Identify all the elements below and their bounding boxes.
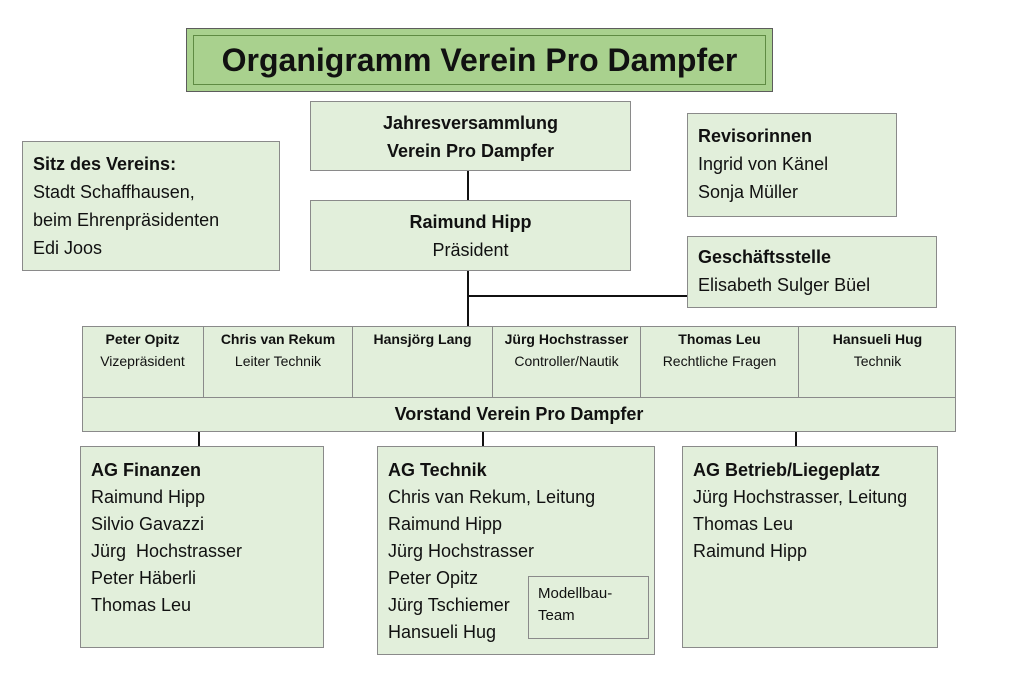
ag-technik-member: Peter Opitz bbox=[388, 568, 479, 588]
ag-finanzen-heading: AG Finanzen bbox=[91, 460, 202, 480]
vorstand-member: Hansueli Hug Technik bbox=[799, 326, 956, 398]
connector-ag-technik bbox=[482, 432, 484, 446]
ag-betrieb-member: Thomas Leu bbox=[693, 514, 794, 534]
ag-finanzen-member: Raimund Hipp bbox=[91, 487, 206, 507]
sitz-box: Sitz des Vereins: Stadt Schaffhausen, be… bbox=[22, 141, 280, 271]
sitz-line: beim Ehrenpräsidenten bbox=[33, 210, 220, 230]
geschaeftsstelle-heading: Geschäftsstelle bbox=[698, 247, 832, 267]
ag-technik-member: Jürg Tschiemer bbox=[388, 595, 510, 615]
revisorinnen-line: Sonja Müller bbox=[698, 182, 799, 202]
vorstand-member: Thomas Leu Rechtliche Fragen bbox=[641, 326, 799, 398]
member-name: Jürg Hochstrasser bbox=[504, 331, 629, 347]
member-name: Hansjörg Lang bbox=[373, 331, 472, 347]
vorstand-member: Peter Opitz Vizepräsident bbox=[82, 326, 204, 398]
member-role: Controller/Nautik bbox=[514, 353, 619, 369]
connector-ag-betrieb bbox=[795, 432, 797, 446]
member-name: Chris van Rekum bbox=[220, 331, 336, 347]
revisorinnen-box: Revisorinnen Ingrid von Känel Sonja Müll… bbox=[687, 113, 897, 217]
connector-ag-finanzen bbox=[198, 432, 200, 446]
member-role: Vizepräsident bbox=[100, 353, 185, 369]
sitz-heading: Sitz des Vereins: bbox=[33, 154, 177, 174]
ag-technik-heading: AG Technik bbox=[388, 460, 487, 480]
revisorinnen-heading: Revisorinnen bbox=[698, 126, 813, 146]
modellbau-line1: Modellbau- bbox=[538, 585, 613, 602]
connector-geschaeftsstelle bbox=[468, 295, 687, 297]
ag-betrieb-member: Raimund Hipp bbox=[693, 541, 808, 561]
revisorinnen-line: Ingrid von Känel bbox=[698, 154, 829, 174]
ag-finanzen-member: Thomas Leu bbox=[91, 595, 192, 615]
modellbau-team-box: Modellbau- Team bbox=[528, 576, 649, 639]
member-name: Hansueli Hug bbox=[832, 331, 923, 347]
ag-finanzen-member: Peter Häberli bbox=[91, 568, 197, 588]
connector-praesident-vorstand bbox=[467, 270, 469, 326]
jahresversammlung-box: Jahresversammlung Verein Pro Dampfer bbox=[310, 101, 631, 171]
geschaeftsstelle-box: Geschäftsstelle Elisabeth Sulger Büel bbox=[687, 236, 937, 308]
ag-technik-member: Jürg Hochstrasser bbox=[388, 541, 535, 561]
ag-technik-member: Chris van Rekum, Leitung bbox=[388, 487, 596, 507]
ag-betrieb-member: Jürg Hochstrasser, Leitung bbox=[693, 487, 908, 507]
vorstand-label-box: Vorstand Verein Pro Dampfer bbox=[82, 397, 956, 432]
praesident-role: Präsident bbox=[432, 240, 509, 260]
member-name: Thomas Leu bbox=[678, 331, 761, 347]
sitz-line: Stadt Schaffhausen, bbox=[33, 182, 195, 202]
page-title: Organigramm Verein Pro Dampfer bbox=[186, 28, 773, 92]
vorstand-label: Vorstand Verein Pro Dampfer bbox=[394, 404, 644, 424]
sitz-line: Edi Joos bbox=[33, 238, 103, 258]
vorstand-member: Jürg Hochstrasser Controller/Nautik bbox=[493, 326, 641, 398]
jahresversammlung-line1: Jahresversammlung bbox=[382, 113, 559, 133]
title-text: Organigramm Verein Pro Dampfer bbox=[221, 41, 738, 78]
connector-jv-praesident bbox=[467, 170, 469, 200]
praesident-box: Raimund Hipp Präsident bbox=[310, 200, 631, 271]
member-role: Leiter Technik bbox=[234, 353, 322, 369]
member-role: Rechtliche Fragen bbox=[662, 353, 777, 369]
member-name: Peter Opitz bbox=[105, 331, 180, 347]
ag-technik-member: Hansueli Hug bbox=[388, 622, 497, 642]
jahresversammlung-line2: Verein Pro Dampfer bbox=[386, 141, 555, 161]
ag-finanzen-box: AG Finanzen Raimund Hipp Silvio Gavazzi … bbox=[80, 446, 324, 648]
ag-technik-member: Raimund Hipp bbox=[388, 514, 503, 534]
ag-betrieb-heading: AG Betrieb/Liegeplatz bbox=[693, 460, 881, 480]
vorstand-member: Chris van Rekum Leiter Technik bbox=[204, 326, 353, 398]
ag-finanzen-member: Jürg Hochstrasser bbox=[91, 541, 243, 561]
ag-finanzen-member: Silvio Gavazzi bbox=[91, 514, 205, 534]
modellbau-line2: Team bbox=[538, 607, 575, 624]
title-inner-border bbox=[193, 35, 766, 85]
geschaeftsstelle-line: Elisabeth Sulger Büel bbox=[698, 275, 871, 295]
praesident-name: Raimund Hipp bbox=[409, 212, 532, 232]
ag-betrieb-box: AG Betrieb/Liegeplatz Jürg Hochstrasser,… bbox=[682, 446, 938, 648]
vorstand-member: Hansjörg Lang bbox=[353, 326, 493, 398]
member-role: Technik bbox=[853, 353, 902, 369]
